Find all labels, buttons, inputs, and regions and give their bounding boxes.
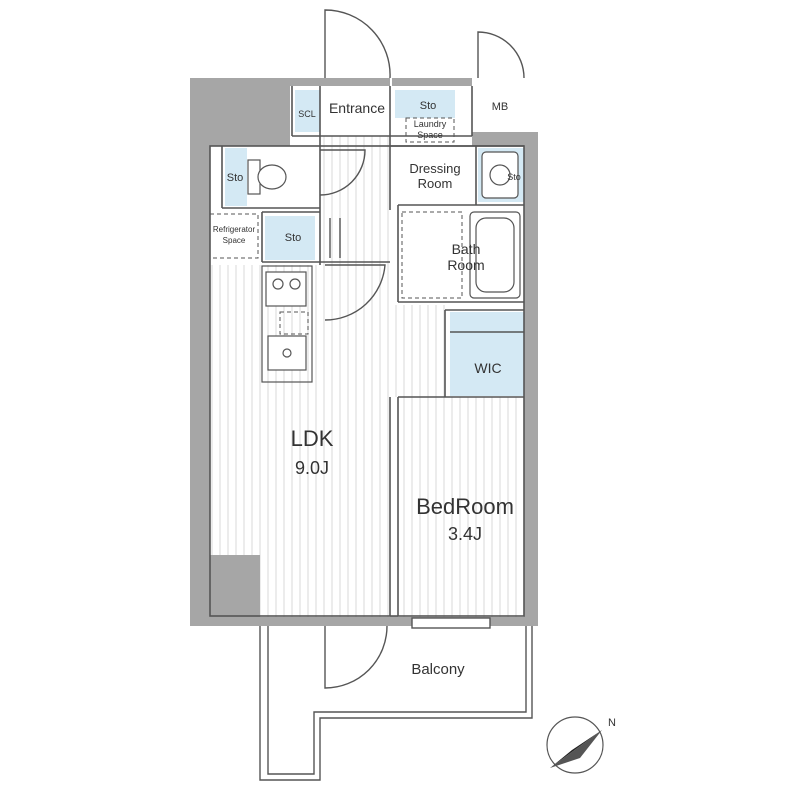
entrance-door-icon [324,9,391,79]
ldk-label: LDK [291,426,334,451]
kitchen-counter [261,265,313,383]
stove [265,271,307,307]
toilet-door-icon [319,149,366,196]
bedroom-label: BedRoom [416,494,514,519]
sto-kitchen-label: Sto [285,232,302,244]
ldk-door-icon [324,264,386,321]
balcony-label: Balcony [411,661,465,678]
ldk-size: 9.0J [295,458,329,478]
storage-fills [225,90,524,396]
compass-label: N [608,717,616,729]
fixtures [247,151,521,383]
scl-label: SCL [298,109,316,119]
laundry-line2: Space [417,130,443,140]
balcony-door-icon [324,625,388,689]
doors [319,9,525,689]
entrance-label: Entrance [329,100,385,116]
sink-drain-icon [282,348,292,358]
hall-floor [390,305,445,397]
dressing-line1: Dressing [409,161,460,176]
dressing-line2: Room [418,176,453,191]
refrigerator-line1: Refrigerator [213,225,256,234]
laundry-line1: Laundry [414,119,447,129]
sto-top-label: Sto [420,100,437,112]
interior-walls [209,86,525,617]
room-labels: LDK 9.0J BedRoom 3.4J Entrance SCL Sto L… [213,100,521,678]
bath-line1: Bath [452,241,481,257]
washbasin-drain-icon [489,164,511,186]
bedroom-floor [398,397,524,617]
ldk-corner [210,555,260,617]
corridor-floor [320,136,390,266]
bath-line2: Room [447,257,484,273]
burner-icon [289,278,301,290]
north-arrow-icon: N [546,716,616,774]
balcony [259,617,533,781]
floors [210,136,524,617]
sto-toilet-label: Sto [227,172,244,184]
refrigerator-line2: Space [223,236,246,245]
wic-label: WIC [474,360,501,376]
mb-door-icon [477,31,525,79]
burner-icon [272,278,284,290]
dashed-spaces [209,117,463,335]
sto-dressing-label: Sto [507,172,521,182]
mb-label: MB [492,101,509,113]
bedroom-size: 3.4J [448,524,482,544]
toilet-bowl-icon [257,164,287,190]
bathtub-inner [475,217,515,293]
